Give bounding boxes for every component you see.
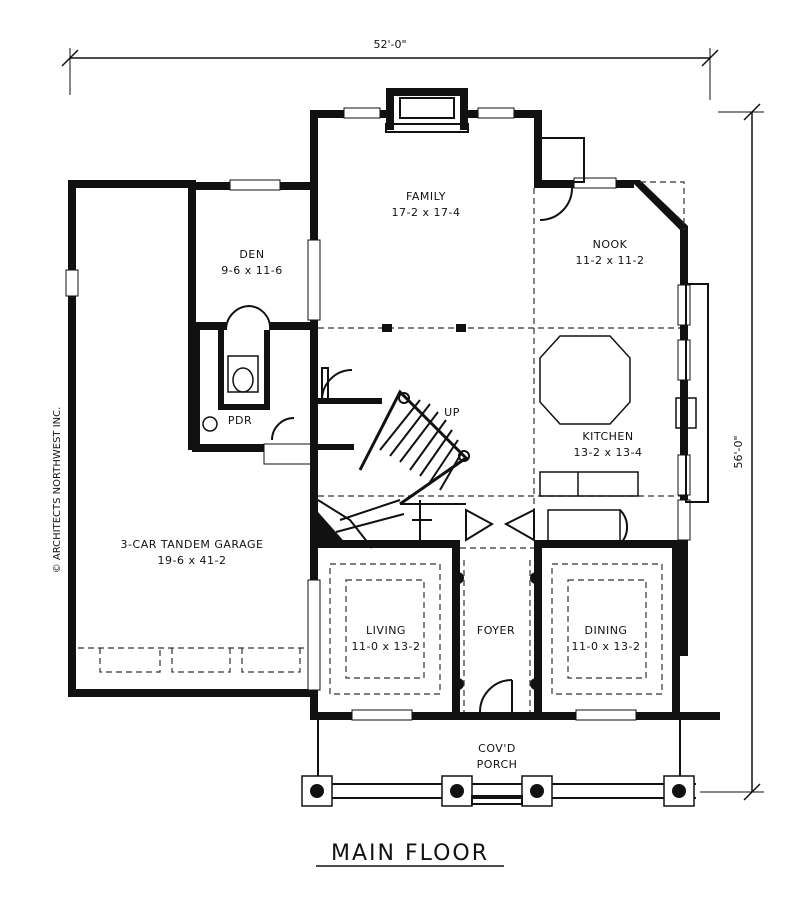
foyer-door [452, 560, 542, 713]
garage-walls [65, 180, 318, 697]
nook-size: 11-2 x 11-2 [576, 254, 645, 267]
depth-dimension: 56'-0" [732, 435, 745, 468]
foyer-label: FOYER [477, 624, 515, 637]
dimension-lines [61, 48, 764, 801]
windows [307, 107, 691, 721]
den-walls [188, 179, 318, 331]
stair-up-label: UP [444, 406, 460, 419]
dining-label: DINING [585, 624, 628, 637]
porch [301, 720, 696, 807]
den-size: 9-6 x 11-6 [221, 264, 282, 277]
width-dimension: 52'-0" [373, 38, 406, 51]
garage-label: 3-CAR TANDEM GARAGE [121, 538, 264, 551]
fireplace [385, 88, 469, 133]
den-label: DEN [239, 248, 264, 261]
powder-room [192, 330, 317, 465]
family-label: FAMILY [406, 190, 446, 203]
staircase [317, 367, 535, 549]
kitchen-fixtures [539, 335, 697, 545]
dining-size: 11-0 x 13-2 [572, 640, 641, 653]
family-size: 17-2 x 17-4 [392, 206, 461, 219]
kitchen-label: KITCHEN [582, 430, 633, 443]
porch-label-line1: COV'D [478, 742, 516, 755]
pdr-label: PDR [228, 414, 252, 427]
living-size: 11-0 x 13-2 [352, 640, 421, 653]
kitchen-size: 13-2 x 13-4 [574, 446, 643, 459]
living-label: LIVING [366, 624, 406, 637]
nook-label: NOOK [593, 238, 628, 251]
garage-size: 19-6 x 41-2 [158, 554, 227, 567]
porch-label-line2: PORCH [477, 758, 518, 771]
plan-title: MAIN FLOOR [331, 841, 489, 866]
copyright-label: © ARCHITECTS NORTHWEST INC. [52, 407, 63, 574]
